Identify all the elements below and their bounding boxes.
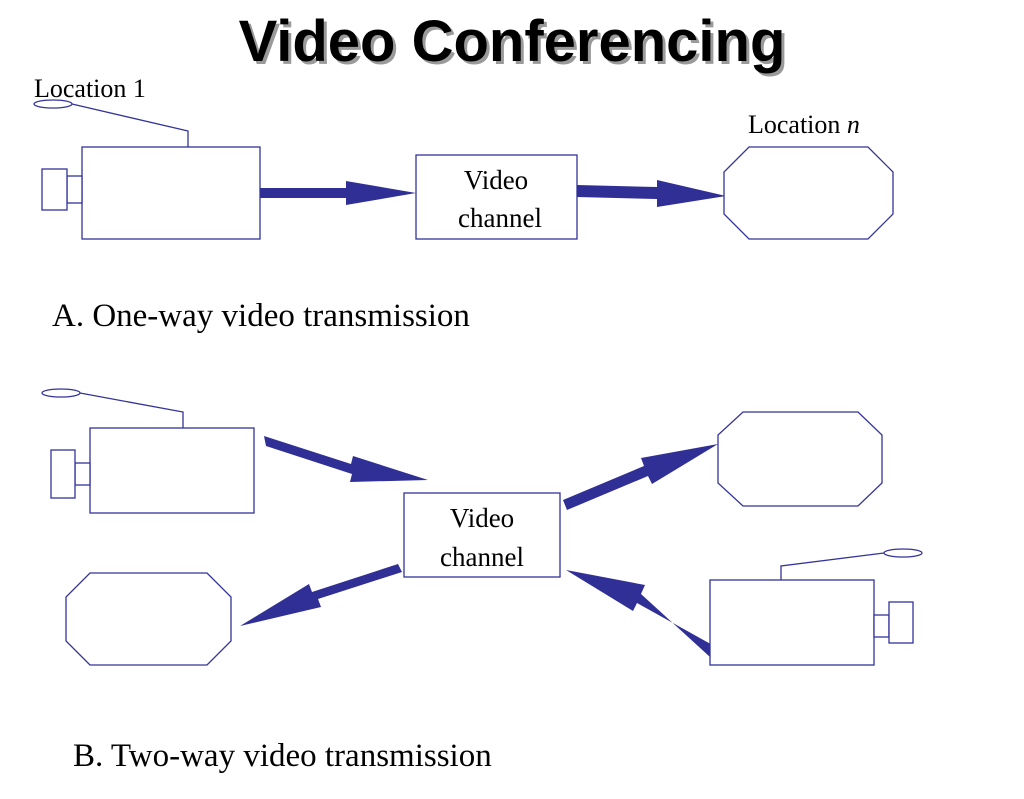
video-channel-line1: Video: [464, 165, 528, 195]
display-bottom-left-icon: [65, 572, 232, 666]
camera-bottom-right-icon: [709, 548, 923, 666]
camera-lens: [41, 168, 68, 211]
video-channel-line2: channel: [458, 203, 542, 233]
camera-lens: [888, 601, 914, 644]
arrow-bottom-right-camera-to-channel: [566, 570, 716, 657]
video-channel-b: Video channel: [403, 492, 561, 578]
video-channel-box: [403, 492, 561, 578]
camera-lens-neck: [873, 614, 890, 638]
camera-cable: [780, 552, 885, 580]
location-1-label: Location 1: [34, 74, 146, 103]
caption-one-way: A. One-way video transmission: [52, 298, 470, 334]
arrow-camera-to-channel: [260, 181, 416, 205]
arrow-channel-to-display: [577, 180, 726, 207]
camera-body: [81, 146, 261, 240]
arrow-channel-to-top-right-display: [563, 444, 718, 510]
video-channel-line2: channel: [440, 542, 524, 572]
camera-top-left-icon: [41, 388, 255, 514]
camera-cable: [79, 392, 184, 428]
arrow-channel-to-bottom-left-display: [240, 564, 402, 626]
location-n-variable: n: [846, 110, 860, 139]
camera-location-1-icon: [33, 99, 261, 240]
camera-lens-neck: [74, 462, 91, 486]
location-n-prefix: Location: [748, 110, 847, 139]
camera-mic-icon: [41, 388, 81, 398]
video-channel-a: Video channel: [415, 154, 578, 240]
camera-mic-icon: [33, 99, 73, 109]
caption-two-way: B. Two-way video transmission: [73, 738, 492, 774]
camera-body: [89, 427, 255, 514]
slide-title: Video Conferencing: [238, 9, 786, 74]
display-top-right-icon: [717, 411, 883, 507]
arrow-top-left-camera-to-channel: [264, 436, 428, 482]
camera-body: [709, 579, 875, 666]
camera-mic-icon: [883, 548, 923, 558]
location-n-label: Location n: [748, 110, 860, 140]
video-channel-line1: Video: [450, 503, 514, 533]
camera-lens-neck: [66, 175, 83, 204]
display-location-n-icon: [723, 146, 894, 240]
camera-lens: [50, 449, 76, 499]
camera-cable: [71, 103, 189, 147]
